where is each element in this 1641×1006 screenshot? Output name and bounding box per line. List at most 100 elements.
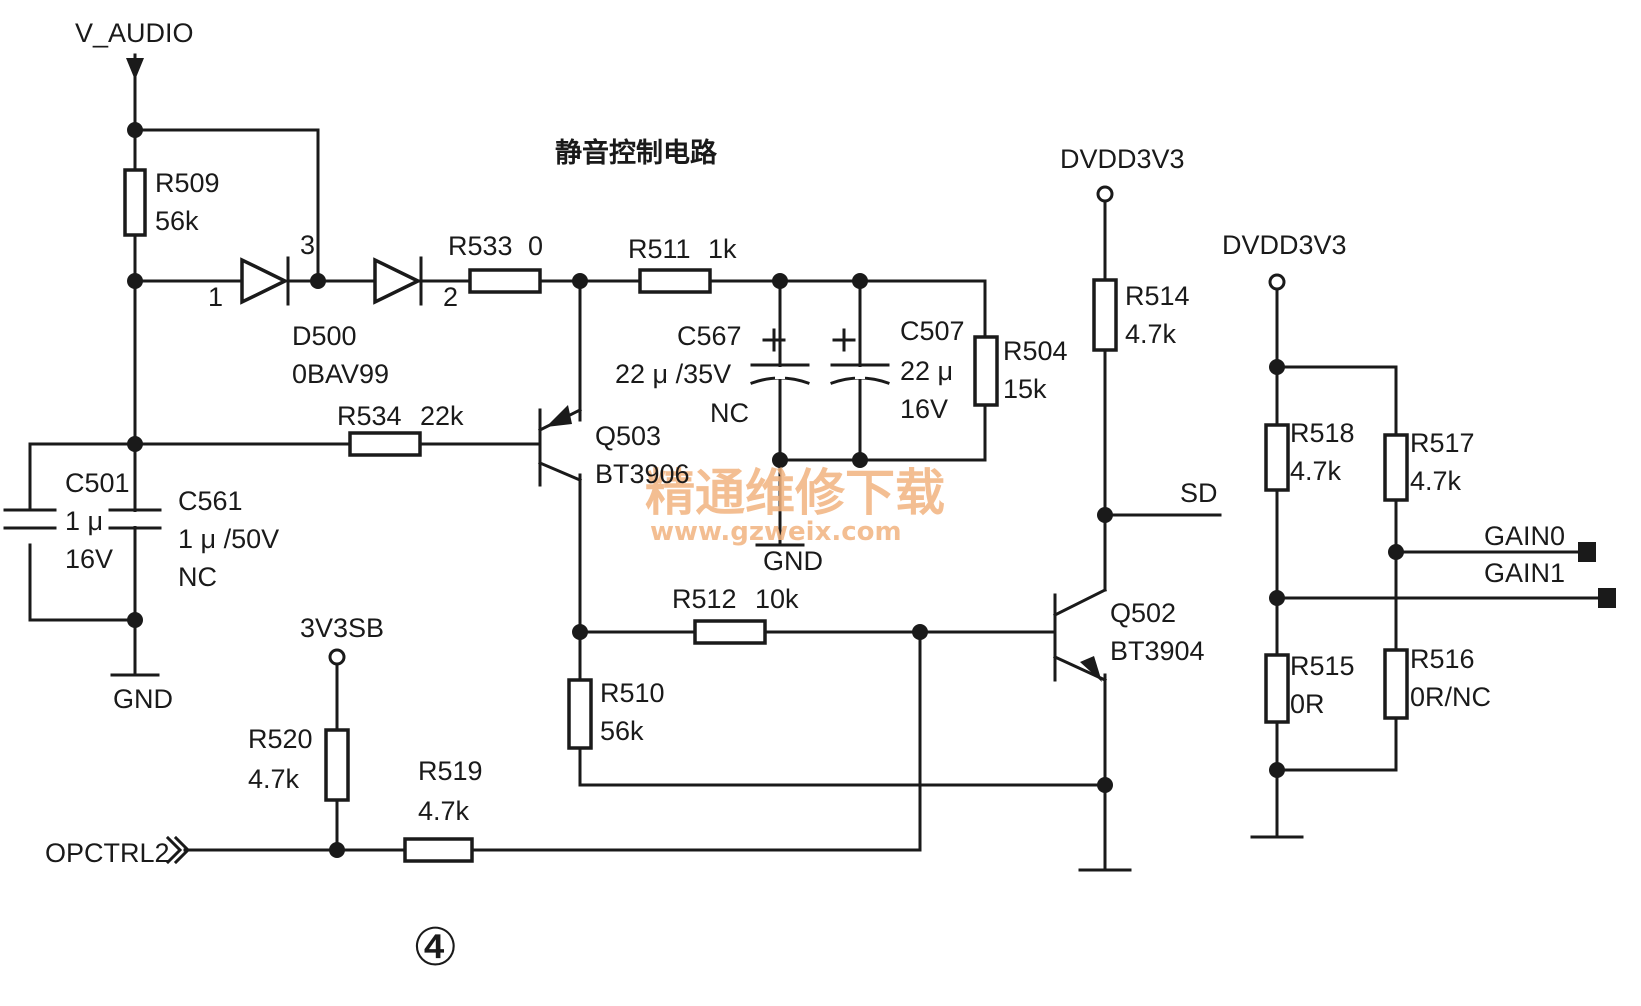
component-value: 0R/NC: [1410, 682, 1491, 712]
component-ref: R534: [337, 401, 402, 431]
component-ref: C507: [900, 316, 965, 346]
figure-number: ④: [412, 919, 459, 977]
r511-body: [638, 268, 712, 294]
component-value: 22 μ /35V: [615, 359, 731, 389]
gain1-connector-icon: [1598, 588, 1616, 608]
component-ref: R515: [1290, 651, 1355, 681]
component-ref: R511: [628, 234, 691, 264]
r517-body: [1383, 433, 1409, 502]
net-label: OPCTRL2: [45, 838, 170, 868]
component-value: 0R: [1290, 689, 1325, 719]
r518-body: [1264, 423, 1290, 492]
component-ref: C501: [65, 468, 130, 498]
pin-label: 2: [443, 282, 458, 312]
component-value: 4.7k: [248, 764, 300, 794]
component-ref: R518: [1290, 418, 1355, 448]
net-label: GND: [113, 684, 173, 714]
net-label: 3V3SB: [300, 613, 384, 643]
pin-label: 1: [208, 282, 223, 312]
component-ref: R512: [672, 584, 737, 614]
component-value: 4.7k: [1290, 456, 1342, 486]
component-value: 1k: [708, 234, 737, 264]
watermark: 精通维修下载 www.gzweix.com: [645, 463, 945, 547]
component-ref: C567: [677, 321, 742, 351]
component-note: NC: [178, 562, 217, 592]
component-ref: R517: [1410, 428, 1475, 458]
r533-body: [468, 268, 542, 294]
pnp-arrow-icon: [546, 405, 572, 427]
component-voltage: 16V: [900, 394, 948, 424]
component-value: 22 μ: [900, 356, 953, 386]
dvdd3v3-terminal-icon: [1096, 185, 1114, 203]
d500-diode: [240, 256, 423, 306]
component-ref: R519: [418, 756, 483, 786]
component-ref: R514: [1125, 281, 1190, 311]
npn-arrow-icon: [1080, 656, 1102, 682]
watermark-url: www.gzweix.com: [650, 517, 902, 547]
component-value: 22k: [420, 401, 464, 431]
r512-body: [693, 619, 767, 645]
polarity-plus-icon: [832, 328, 856, 352]
resistors: [123, 168, 1409, 863]
net-label: GAIN1: [1484, 558, 1565, 588]
component-ref: R504: [1003, 336, 1068, 366]
junctions: [127, 122, 1404, 858]
net-label: GND: [763, 546, 823, 576]
component-ref: R520: [248, 724, 313, 754]
net-label: SD: [1180, 478, 1218, 508]
net-label: GAIN0: [1484, 521, 1565, 551]
component-ref: Q503: [595, 421, 661, 451]
r515-body: [1264, 653, 1290, 724]
diode-icon: [373, 257, 422, 305]
diode-icon: [240, 257, 289, 305]
power-symbols: [110, 58, 1616, 872]
r520-body: [324, 728, 350, 802]
component-note: NC: [710, 398, 749, 428]
polarity-plus-icon: [762, 328, 786, 352]
component-voltage: 16V: [65, 544, 113, 574]
component-ref: D500: [292, 321, 357, 351]
component-value: BT3906: [595, 459, 690, 489]
r534-body: [348, 431, 422, 457]
component-value: 1 μ: [65, 506, 103, 536]
component-ref: Q502: [1110, 598, 1176, 628]
v-audio-arrow-icon: [126, 58, 144, 80]
gain0-connector-icon: [1578, 542, 1596, 562]
r504-body: [973, 335, 999, 407]
r514-body: [1092, 278, 1118, 352]
wires: [28, 53, 1602, 872]
net-label: V_AUDIO: [75, 18, 194, 48]
component-value: 15k: [1003, 374, 1047, 404]
net-label: DVDD3V3: [1060, 144, 1185, 174]
component-value: 56k: [155, 206, 199, 236]
watermark-text: 精通维修下载: [645, 463, 945, 522]
opctrl2-connector-icon: [165, 835, 191, 865]
component-value: 1 μ /50V: [178, 524, 279, 554]
labels: 静音控制电路 V_AUDIO DVDD3V3 DVDD3V3 3V3SB SD …: [45, 18, 1565, 977]
3v3sb-terminal-icon: [328, 648, 346, 666]
r519-body: [403, 837, 474, 863]
component-value: 56k: [600, 716, 644, 746]
diagram-title: 静音控制电路: [555, 137, 718, 169]
component-value: 0BAV99: [292, 359, 389, 389]
pin-label: 3: [300, 230, 315, 260]
q502-transistor: [1052, 587, 1108, 682]
q503-transistor: [537, 405, 583, 487]
component-value: 4.7k: [1410, 466, 1462, 496]
component-value: BT3904: [1110, 636, 1205, 666]
component-value: 10k: [755, 584, 799, 614]
dvdd3v3-terminal-icon: [1268, 273, 1286, 291]
component-ref: C561: [178, 486, 243, 516]
component-ref: R509: [155, 168, 220, 198]
component-value: 4.7k: [1125, 319, 1177, 349]
component-ref: R516: [1410, 644, 1475, 674]
net-label: DVDD3V3: [1222, 230, 1347, 260]
component-ref: R510: [600, 678, 665, 708]
r516-body: [1383, 648, 1409, 720]
component-value: 0: [528, 231, 543, 261]
component-value: 4.7k: [418, 796, 470, 826]
component-ref: R533: [448, 231, 513, 261]
r509-body: [123, 168, 147, 237]
r510-body: [567, 678, 593, 750]
